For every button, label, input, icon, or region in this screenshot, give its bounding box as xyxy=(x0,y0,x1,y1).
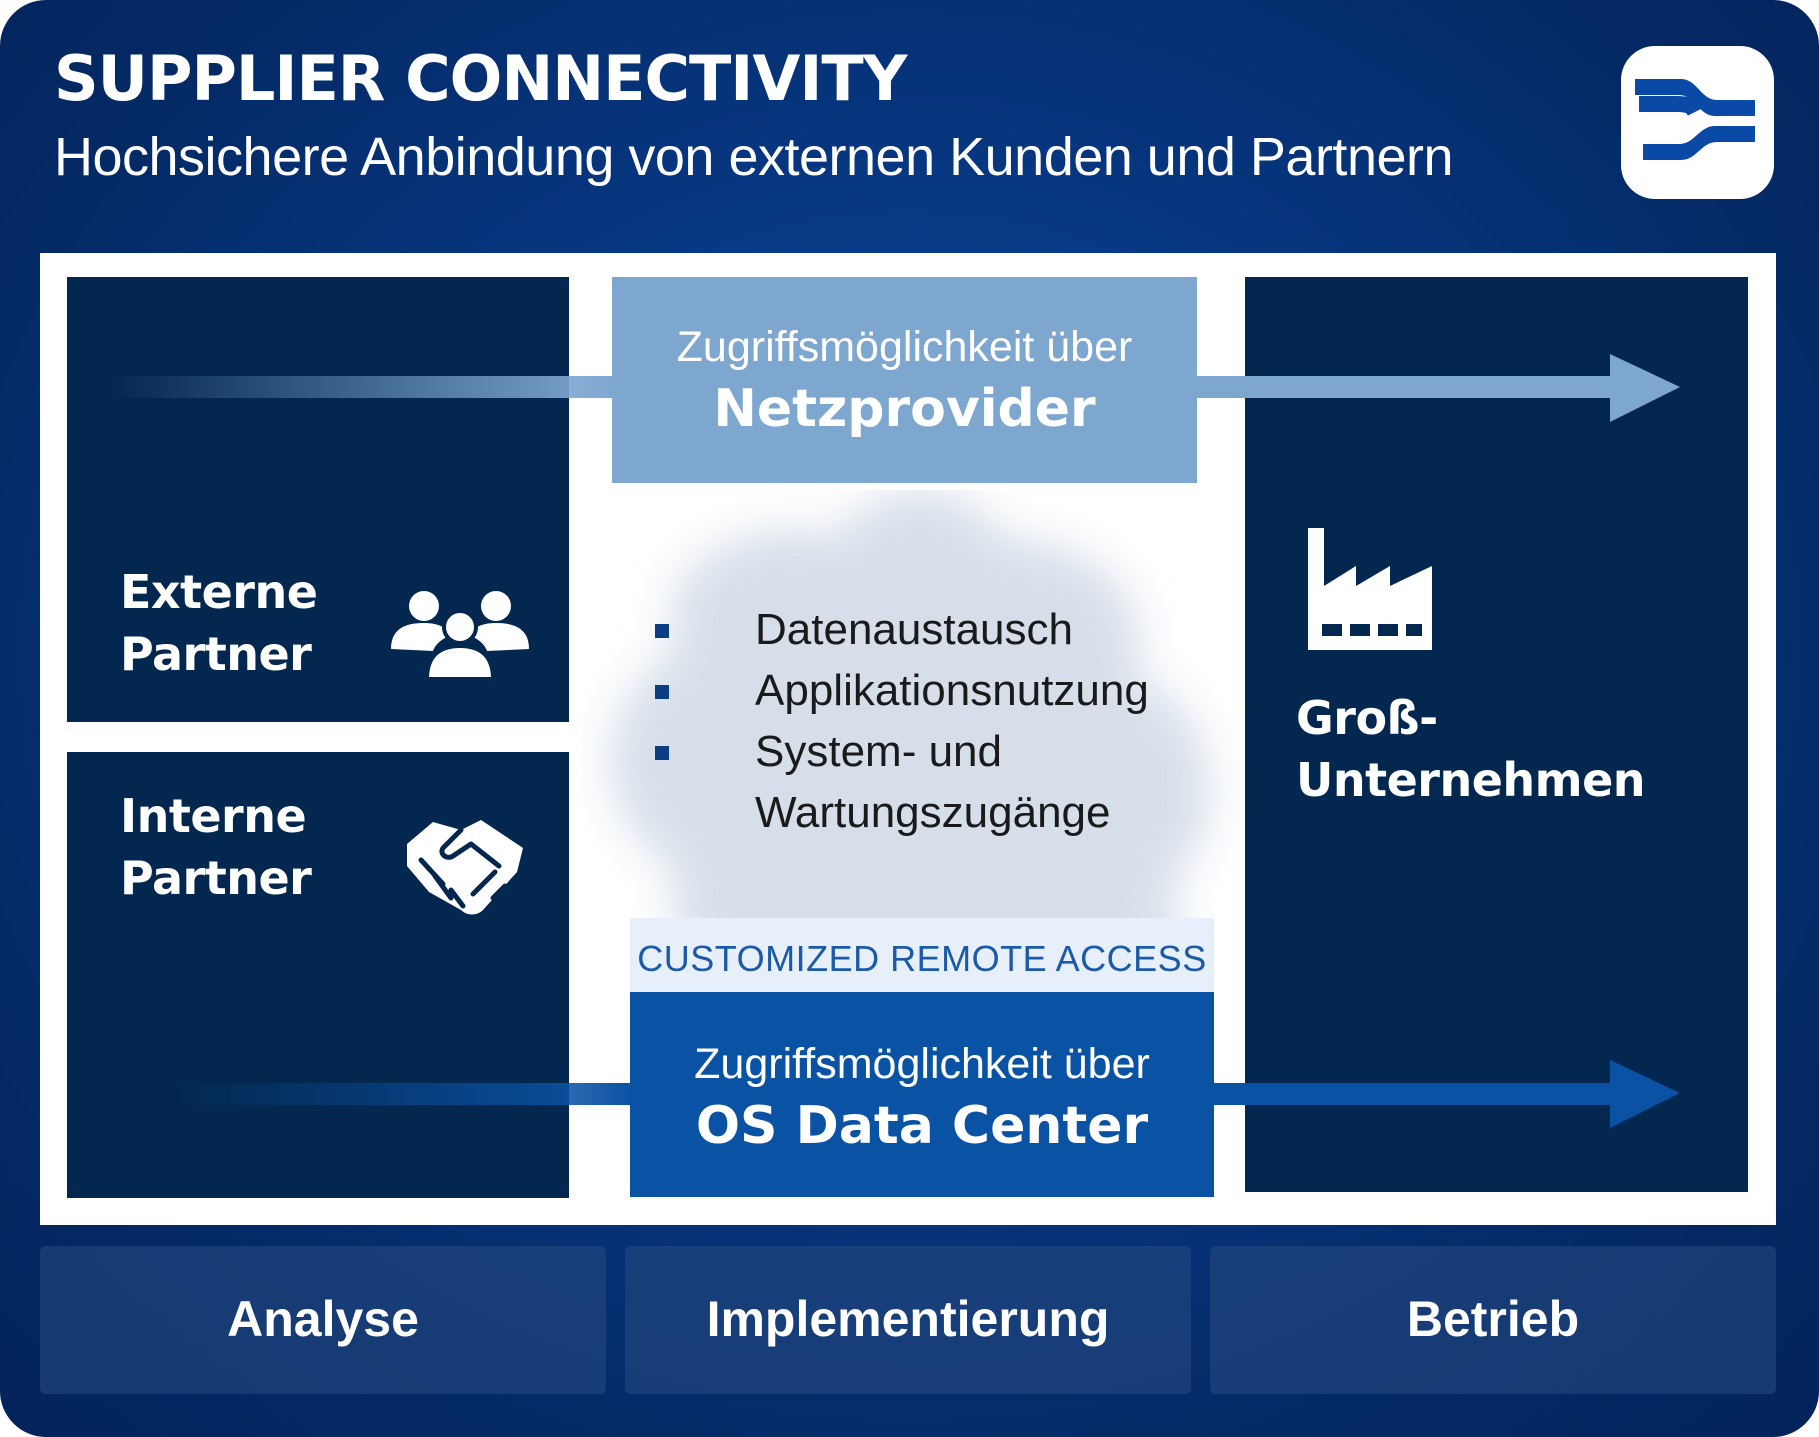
bullet-icon xyxy=(655,624,669,638)
internal-partner-line1: Interne xyxy=(120,789,307,843)
handshake-icon xyxy=(407,820,523,915)
page-subtitle: Hochsichere Anbindung von externen Kunde… xyxy=(54,127,1454,187)
customized-remote-access-label: CUSTOMIZED REMOTE ACCESS xyxy=(630,918,1214,992)
bottom-arrow-head xyxy=(1610,1060,1680,1128)
internal-partner-box: Interne Partner xyxy=(67,752,569,1198)
enterprise-line2: Unternehmen xyxy=(1296,753,1646,807)
netzprovider-box: Zugriffsmöglichkeit über Netzprovider xyxy=(612,277,1197,483)
netzprovider-caption: Zugriffsmöglichkeit über xyxy=(676,323,1133,371)
internal-partner-line2: Partner xyxy=(120,851,312,905)
netzprovider-title: Netzprovider xyxy=(713,379,1096,439)
people-group-icon xyxy=(391,591,529,681)
phase-betrieb: Betrieb xyxy=(1210,1246,1776,1394)
os-data-center-title: OS Data Center xyxy=(695,1096,1149,1156)
os-data-center-caption: Zugriffsmöglichkeit über xyxy=(694,1040,1150,1088)
os-logo-icon xyxy=(1621,46,1774,199)
external-partner-line1: Externe xyxy=(120,565,318,619)
top-arrow-tail xyxy=(110,376,614,398)
top-arrow-head xyxy=(1610,354,1680,422)
bottom-arrow-tail xyxy=(170,1083,632,1105)
page-title: SUPPLIER CONNECTIVITY xyxy=(54,42,908,115)
external-partner-line2: Partner xyxy=(120,627,312,681)
top-arrow-shaft xyxy=(1195,376,1615,398)
external-partner-box: Externe Partner xyxy=(67,277,569,722)
phase-analyse: Analyse xyxy=(40,1246,606,1394)
enterprise-box: Groß- Unternehmen xyxy=(1245,277,1748,1192)
bullet-icon xyxy=(655,685,669,699)
phase-implementierung: Implementierung xyxy=(625,1246,1191,1394)
os-data-center-box: Zugriffsmöglichkeit über OS Data Center xyxy=(630,992,1214,1197)
enterprise-line1: Groß- xyxy=(1296,691,1438,745)
bottom-arrow-shaft xyxy=(1212,1083,1615,1105)
factory-icon xyxy=(1308,528,1432,650)
bullet-icon xyxy=(655,746,669,760)
